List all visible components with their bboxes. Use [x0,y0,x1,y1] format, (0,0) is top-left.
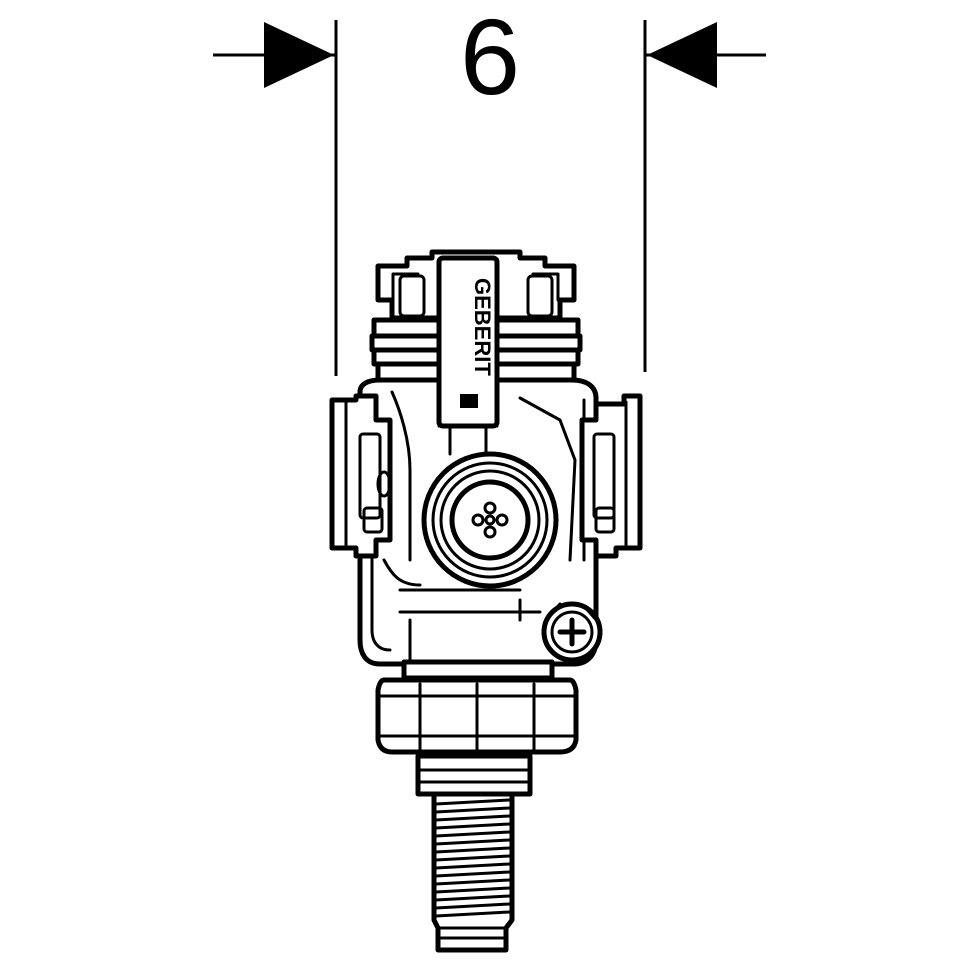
dimension-value: 6 [460,0,520,117]
adjustment-screw [541,601,603,663]
knob-cross-icon [471,501,509,539]
fill-valve: GEBERIT [329,249,643,953]
thread-lines [434,798,512,940]
right-arrowhead [647,22,717,88]
brand-label: GEBERIT [470,278,495,376]
adjustment-knob [421,451,559,589]
brand-strip: GEBERIT [436,255,500,456]
threaded-shank [415,753,533,953]
right-side-ear [579,393,643,559]
hex-nut [375,677,579,755]
valve-neck [401,659,555,681]
screw-plus-icon [557,617,587,647]
left-side-ear [329,393,393,559]
dimension-annotation: 6 [213,0,766,376]
left-arrowhead [264,22,334,88]
